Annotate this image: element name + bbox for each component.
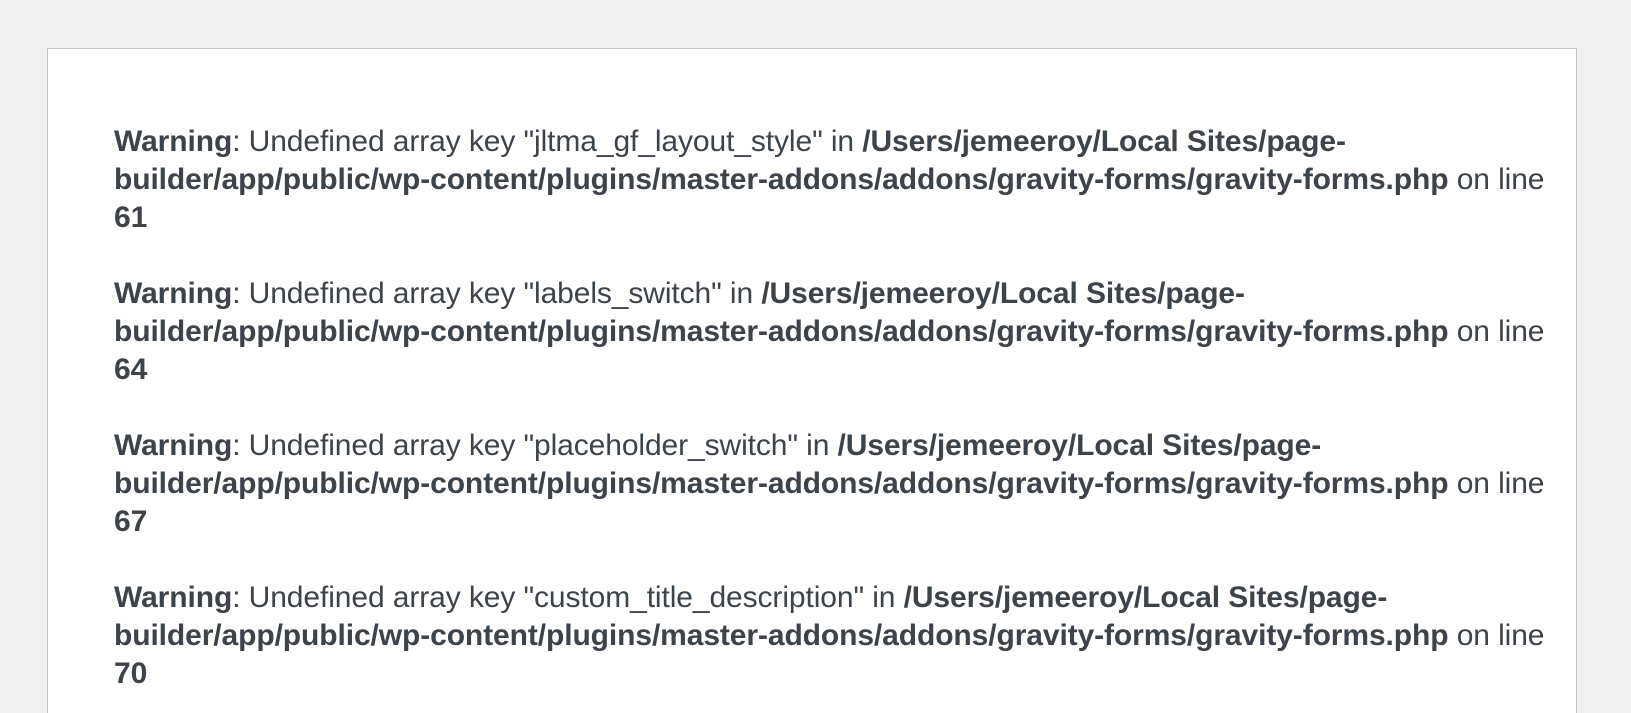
warning-text: : Undefined array key "custom_title_desc… (232, 581, 904, 614)
warning-text: : Undefined array key "jltma_gf_layout_s… (232, 125, 863, 158)
error-panel: Warning: Undefined array key "jltma_gf_l… (47, 48, 1577, 713)
warning-label: Warning (114, 429, 233, 462)
warning-file-path: /Users/jemeeroy/Local Sites/page-builder… (114, 581, 1449, 652)
warning-label: Warning (114, 581, 233, 614)
warning-label: Warning (114, 277, 233, 310)
warning-on-line-text: on line (1448, 619, 1545, 652)
warning-message: Warning: Undefined array key "custom_tit… (114, 579, 1554, 693)
warning-label: Warning (114, 125, 233, 158)
warning-text: : Undefined array key "placeholder_switc… (232, 429, 838, 462)
warning-line-number: 61 (114, 201, 148, 234)
warning-line-number: 70 (114, 657, 148, 690)
warning-file-path: /Users/jemeeroy/Local Sites/page-builder… (114, 125, 1449, 196)
warning-file-path: /Users/jemeeroy/Local Sites/page-builder… (114, 429, 1449, 500)
warning-text: : Undefined array key "labels_switch" in (232, 277, 762, 310)
warning-line-number: 64 (114, 353, 148, 386)
warning-line-number: 67 (114, 505, 148, 538)
warning-on-line-text: on line (1448, 467, 1545, 500)
warning-message: Warning: Undefined array key "placeholde… (114, 427, 1554, 541)
warning-file-path: /Users/jemeeroy/Local Sites/page-builder… (114, 277, 1449, 348)
warning-on-line-text: on line (1448, 315, 1545, 348)
warning-message: Warning: Undefined array key "jltma_gf_l… (114, 123, 1554, 237)
warning-list: Warning: Undefined array key "jltma_gf_l… (114, 123, 1554, 713)
warning-message: Warning: Undefined array key "labels_swi… (114, 275, 1554, 389)
warning-on-line-text: on line (1448, 163, 1545, 196)
